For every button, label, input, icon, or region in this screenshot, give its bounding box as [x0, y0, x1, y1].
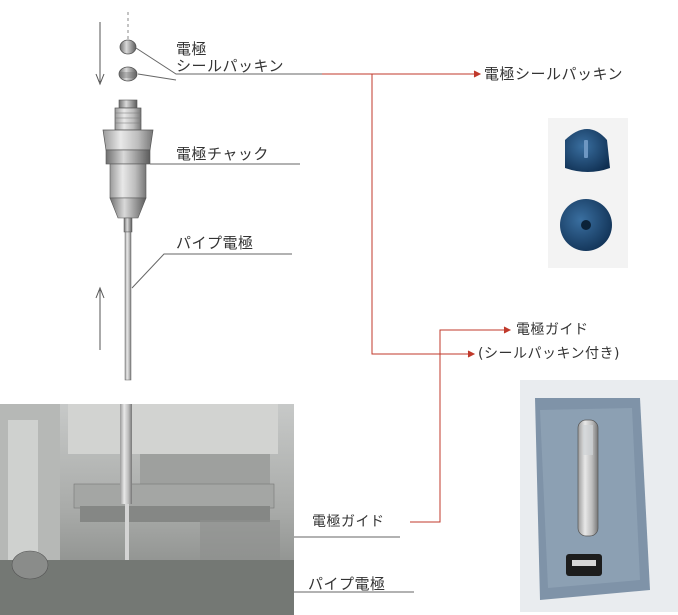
label-electrode-guide-photo: 電極ガイド [312, 514, 385, 530]
label-electrode-guide-title: 電極ガイド [516, 322, 589, 338]
electrode-chuck-drawing [102, 99, 154, 233]
label-pipe-electrode-top: パイプ電極 [176, 234, 254, 252]
routing-arrows [322, 70, 512, 523]
seal-packing-photo [548, 118, 628, 268]
label-seal-packing: シールパッキン [176, 57, 285, 75]
machine-photo [0, 404, 294, 615]
arrow-down-icon [95, 22, 105, 86]
arrow-up-icon [95, 286, 105, 350]
label-electrode-seal-packing: 電極シールパッキン [484, 65, 624, 83]
electrode-guide-photo [520, 380, 678, 612]
seal-packing-pieces [118, 39, 138, 82]
label-pipe-electrode-bottom: パイプ電極 [308, 575, 386, 593]
label-electrode-chuck: 電極チャック [176, 145, 269, 163]
pipe-electrode-drawing [124, 231, 132, 381]
label-electrode: 電極 [176, 40, 208, 58]
label-electrode-guide-subtitle: (シールパッキン付き) [478, 346, 621, 362]
